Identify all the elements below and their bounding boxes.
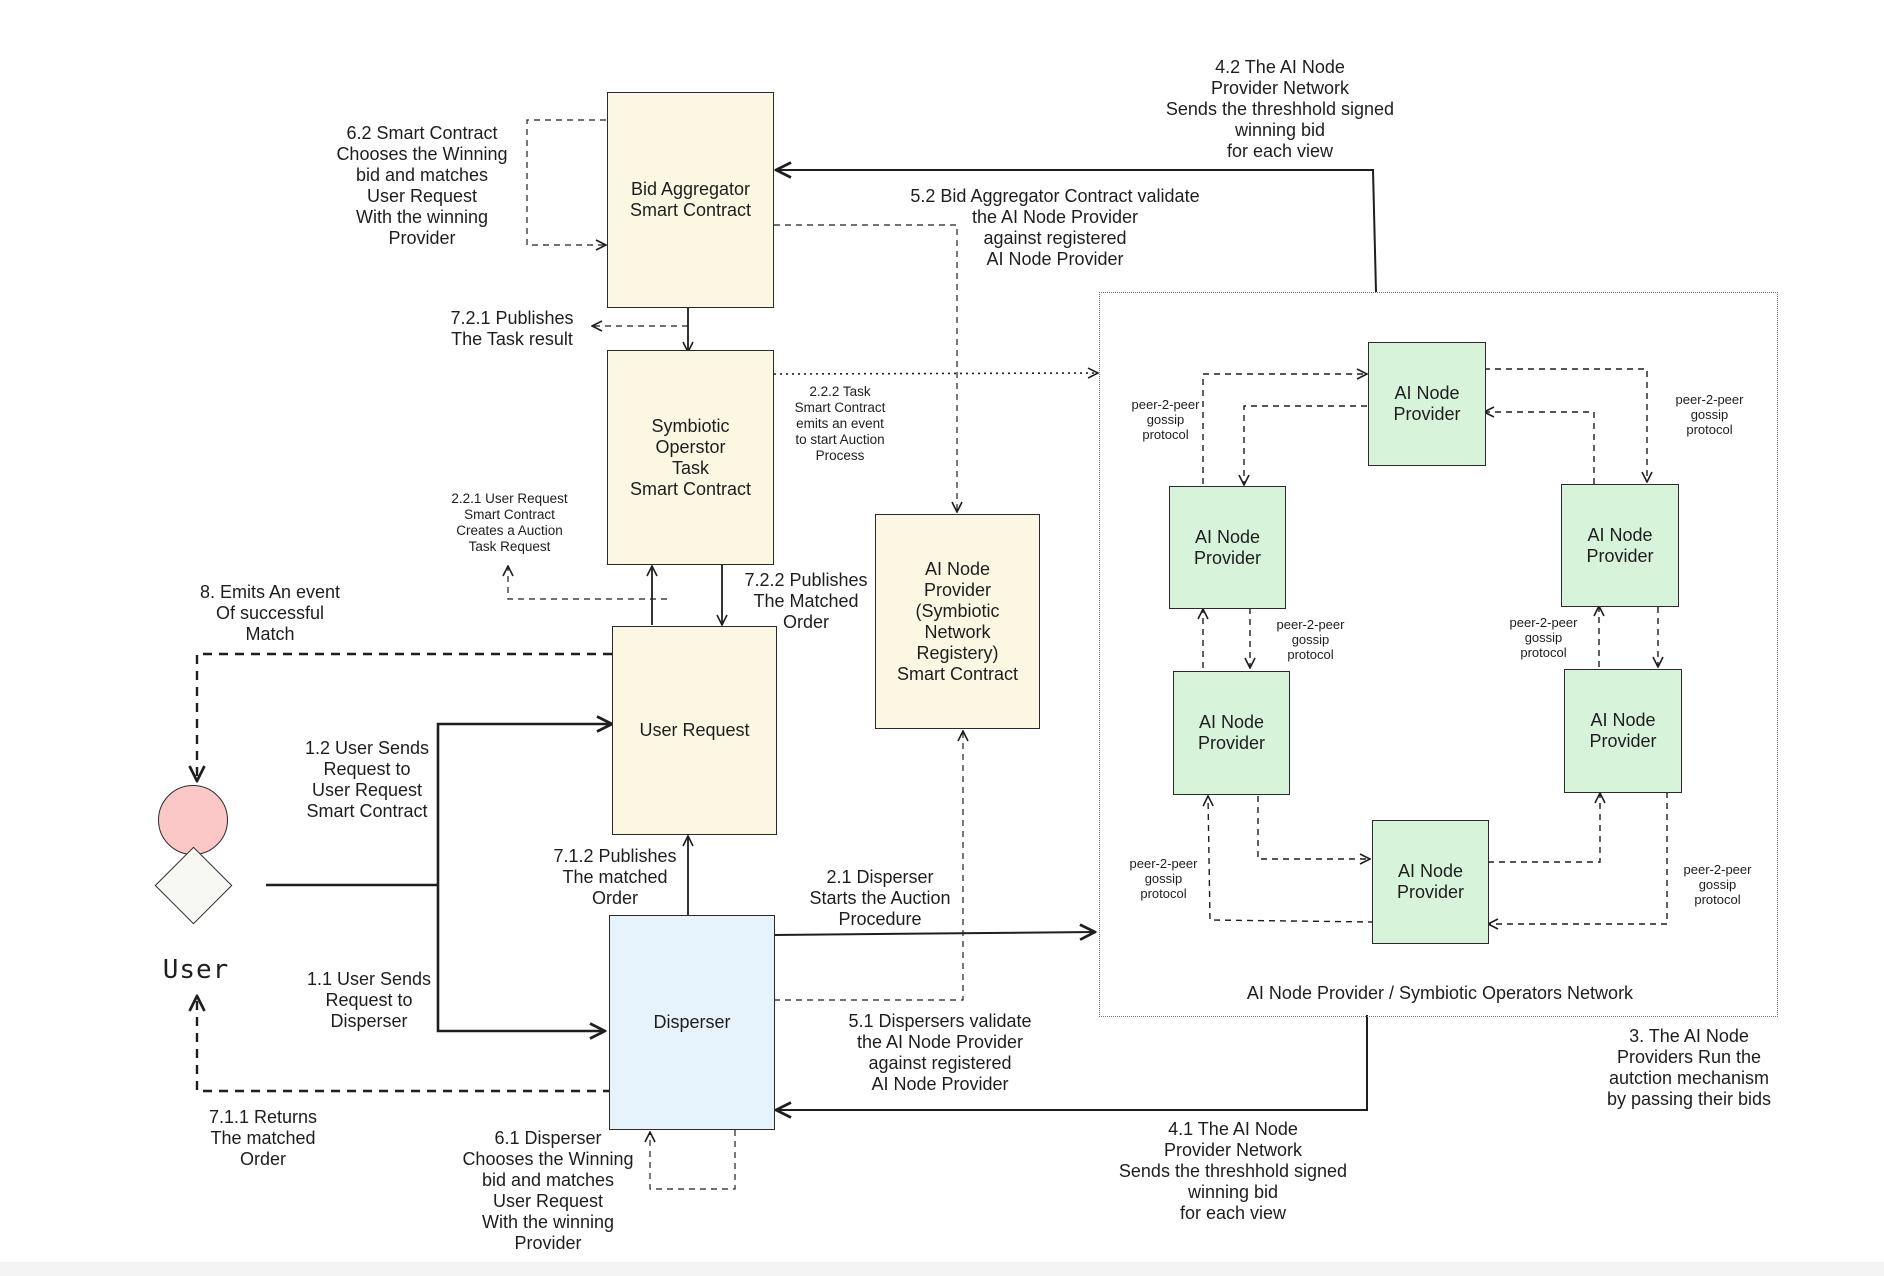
edge-2-2-1 (508, 566, 667, 600)
edge-1-1 (436, 885, 605, 1031)
user-head-icon (158, 785, 228, 855)
bid-aggregator-contract[interactable]: Bid Aggregator Smart Contract (607, 92, 774, 308)
ai-node-provider-upper-right[interactable]: AI Node Provider (1561, 484, 1679, 607)
label-7-1-2: 7.1.2 Publishes The matched Order (553, 846, 677, 908)
network-title: AI Node Provider / Symbiotic Operators N… (1246, 983, 1634, 1003)
edge-1-2 (436, 724, 612, 885)
label-8: 8. Emits An event Of successful Match (199, 582, 341, 644)
gossip-label-top-right: peer-2-peer gossip protocol (1675, 392, 1744, 437)
label-7-2-2: 7.2.2 Publishes The Matched Order (744, 570, 868, 632)
label-5-2: 5.2 Bid Aggregator Contract validate the… (910, 186, 1200, 269)
label-2-1: 2.1 Disperser Starts the Auction Procedu… (809, 867, 951, 929)
gossip-edge-top-right-return (1484, 412, 1595, 484)
user-request-contract[interactable]: User Request (612, 626, 777, 835)
ai-node-registry-contract[interactable]: AI Node Provider (Symbiotic Network Regi… (875, 514, 1040, 729)
label-1-2: 1.2 User Sends Request to User Request S… (304, 738, 430, 821)
label-5-1: 5.1 Dispersers validate the AI Node Prov… (848, 1011, 1032, 1094)
symbiotic-task-contract[interactable]: Symbiotic Operstor Task Smart Contract (607, 350, 774, 565)
edge-6-2-loop (526, 119, 606, 245)
label-7-2-1: 7.2.1 Publishes The Task result (450, 308, 574, 349)
user-label: User (162, 955, 230, 985)
bottom-strip (0, 1262, 1884, 1276)
edge-6-1-loop (650, 1130, 736, 1190)
label-6-2: 6.2 Smart Contract Chooses the Winning b… (336, 123, 508, 248)
gossip-edge-bottom-left (1257, 796, 1370, 859)
gossip-label-mid-left: peer-2-peer gossip protocol (1276, 617, 1345, 662)
ai-node-provider-lower-right[interactable]: AI Node Provider (1564, 669, 1682, 793)
edge-2-1 (773, 932, 1095, 935)
edge-5-1 (774, 731, 963, 1001)
gossip-edge-bottom-right (1488, 793, 1600, 863)
label-7-1-1: 7.1.1 Returns The matched Order (208, 1107, 318, 1169)
gossip-label-mid-right: peer-2-peer gossip protocol (1509, 615, 1578, 660)
ai-node-provider-bottom[interactable]: AI Node Provider (1372, 820, 1489, 944)
edge-4-2 (776, 170, 1377, 293)
edge-4-1 (776, 1015, 1368, 1110)
label-4-2: 4.2 The AI Node Provider Network Sends t… (1165, 57, 1395, 161)
operators-network (1099, 292, 1778, 1017)
gossip-edge-bottom-left-return (1208, 796, 1375, 923)
gossip-label-bottom-right: peer-2-peer gossip protocol (1683, 862, 1752, 907)
edge-7-2-1 (588, 308, 688, 332)
label-2-2-2: 2.2.2 Task Smart Contract emits an event… (794, 384, 886, 463)
label-6-1: 6.1 Disperser Chooses the Winning bid an… (462, 1128, 634, 1253)
ai-node-provider-upper-left[interactable]: AI Node Provider (1169, 486, 1286, 609)
edge-8 (197, 652, 612, 781)
edge-5-2 (774, 224, 957, 512)
ai-node-provider-top[interactable]: AI Node Provider (1368, 342, 1486, 466)
label-2-2-1: 2.2.1 User Request Smart Contract Create… (451, 491, 568, 554)
edge-2-2-2 (773, 373, 1098, 374)
gossip-edge-bottom-right-return (1488, 792, 1668, 924)
gossip-label-bottom-left: peer-2-peer gossip protocol (1129, 856, 1198, 901)
gossip-label-top-left: peer-2-peer gossip protocol (1131, 397, 1200, 442)
ai-node-provider-lower-left[interactable]: AI Node Provider (1173, 671, 1290, 795)
disperser[interactable]: Disperser (609, 915, 775, 1130)
label-1-1: 1.1 User Sends Request to Disperser (306, 969, 432, 1031)
gossip-edge-top-left (1202, 374, 1367, 484)
gossip-edge-top-left-return (1244, 405, 1367, 485)
label-4-1: 4.1 The AI Node Provider Network Sends t… (1118, 1119, 1348, 1223)
label-3: 3. The AI Node Providers Run the autctio… (1606, 1026, 1772, 1109)
